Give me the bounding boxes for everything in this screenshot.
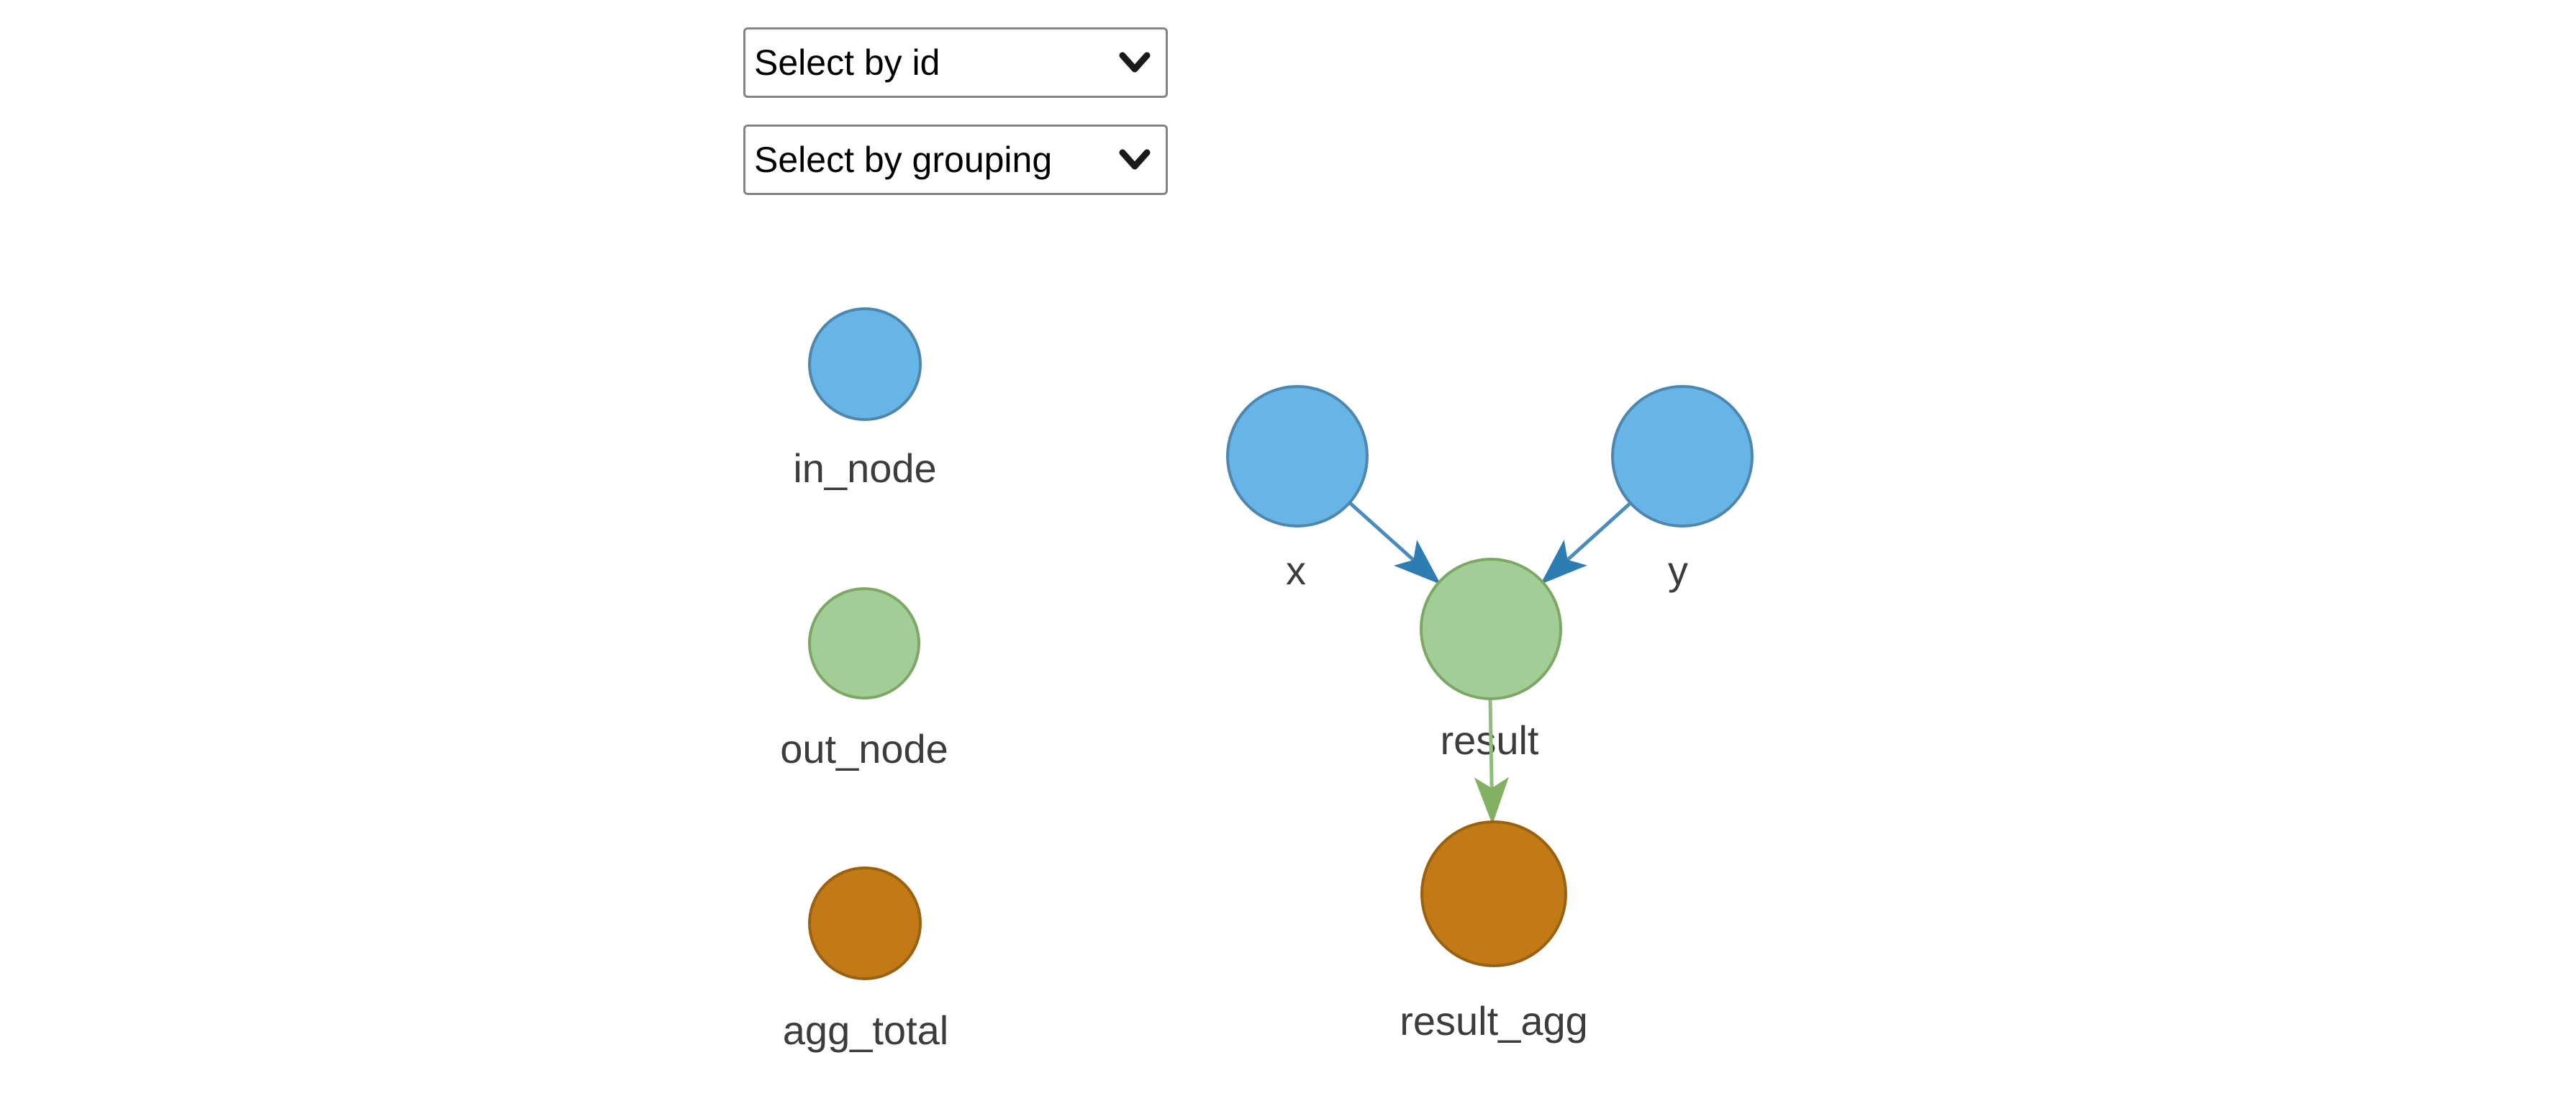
legend-swatch-out-node (808, 587, 920, 700)
select-by-id[interactable]: Select by id (743, 27, 1168, 98)
select-by-id-wrap: Select by id (743, 27, 1168, 98)
graph-node-label-y: y (1668, 548, 1688, 593)
graph-node-result-agg[interactable] (1420, 820, 1567, 967)
edge-y-to-result (1540, 501, 1633, 585)
legend-swatch-agg-total (808, 866, 922, 980)
graph-node-label-result-agg: result_agg (1400, 998, 1588, 1044)
select-by-grouping[interactable]: Select by grouping (743, 125, 1168, 195)
legend-label-out-node: out_node (780, 726, 948, 771)
network-graph[interactable]: result x y result_agg (1151, 324, 1907, 1087)
graph-node-label-x: x (1286, 548, 1306, 593)
edge-x-to-result (1348, 501, 1441, 585)
legend-swatch-in-node (808, 307, 922, 421)
select-by-grouping-wrap: Select by grouping (743, 125, 1168, 195)
edge-result-to-result-agg (1474, 697, 1509, 825)
legend-label-agg-total: agg_total (782, 1008, 949, 1053)
graph-node-result[interactable] (1420, 558, 1562, 700)
graph-node-x[interactable] (1226, 385, 1369, 528)
legend-label-in-node: in_node (793, 445, 937, 491)
graph-node-y[interactable] (1611, 385, 1754, 528)
